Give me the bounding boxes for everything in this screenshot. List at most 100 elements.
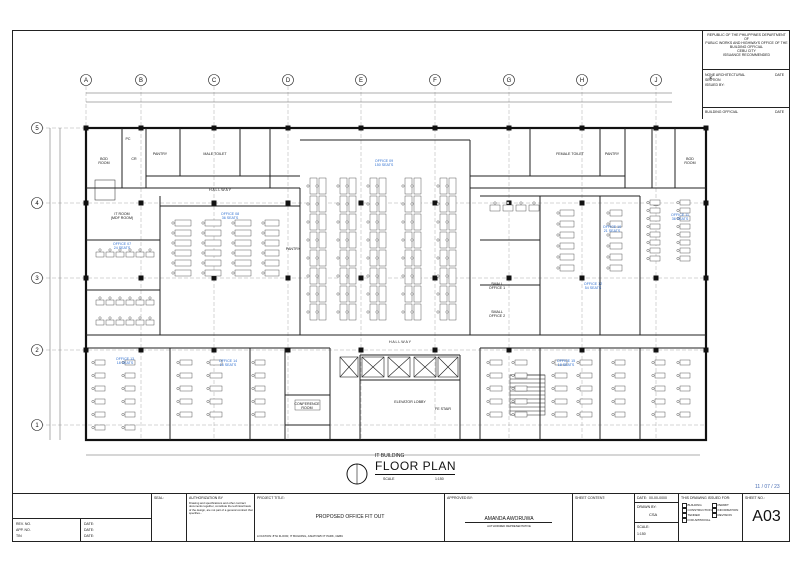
desk <box>378 303 387 321</box>
chair <box>646 209 650 212</box>
chair <box>336 274 340 278</box>
chair <box>676 233 680 236</box>
desk <box>174 229 192 237</box>
column-square <box>432 347 438 353</box>
chair <box>261 231 265 235</box>
chair <box>493 201 497 205</box>
chair <box>176 374 180 377</box>
room-label-male-toilet: MALE TOILET <box>203 152 227 156</box>
chair <box>676 400 680 403</box>
chair <box>345 184 349 188</box>
building-walls <box>84 126 708 442</box>
desk <box>614 372 626 379</box>
chair <box>651 374 655 377</box>
desk <box>254 398 266 405</box>
column-square <box>579 347 585 353</box>
grid-label-E: E <box>359 78 363 84</box>
desk <box>348 177 357 195</box>
desk <box>649 239 661 246</box>
chair <box>121 413 125 416</box>
column-square <box>579 200 585 206</box>
chair <box>251 387 255 390</box>
structural-columns <box>83 125 709 353</box>
desk <box>679 207 691 214</box>
column-square <box>285 125 291 131</box>
desk <box>579 372 593 379</box>
north-arrow-icon <box>346 463 368 485</box>
column-square <box>653 347 659 353</box>
chair <box>410 292 414 296</box>
chair <box>91 361 95 364</box>
chair <box>511 400 515 403</box>
chair <box>532 201 536 205</box>
chair <box>138 296 142 300</box>
review-row-2-label: SECTION <box>705 78 721 82</box>
chair <box>401 202 405 206</box>
desk <box>264 269 280 277</box>
chair <box>261 241 265 245</box>
scale-cell-value: 1:150 <box>637 532 646 536</box>
authority-text: REPUBLIC OF THE PHILIPPINES DEPARTMENT O… <box>705 33 788 57</box>
checkbox-icon <box>682 513 687 518</box>
elevator-shafts <box>339 356 459 378</box>
column-square <box>703 347 709 353</box>
chair <box>128 248 132 252</box>
chair <box>401 274 405 278</box>
desk <box>448 285 457 303</box>
desk <box>348 285 357 303</box>
desk <box>378 267 387 285</box>
chair <box>315 274 319 278</box>
grid-label-row-3: 3 <box>35 276 39 282</box>
chair <box>231 251 235 255</box>
chair <box>551 374 555 377</box>
chair <box>261 261 265 265</box>
grid-bubble-row-5: 5 <box>31 122 43 134</box>
chair <box>148 316 152 320</box>
desk <box>554 398 568 405</box>
chair <box>336 202 340 206</box>
desk <box>115 299 125 306</box>
desk <box>554 385 568 392</box>
desk <box>649 223 661 230</box>
desk <box>264 219 280 227</box>
column-square <box>211 347 217 353</box>
chair <box>306 220 310 224</box>
room-label-pc: PC <box>126 137 131 141</box>
chair <box>445 292 449 296</box>
desk <box>318 177 327 195</box>
chair <box>375 310 379 314</box>
chair <box>401 238 405 242</box>
revision-cell: REV. NO. APP. NO. TIN DATE: DATE: DATE: <box>12 494 152 542</box>
desk <box>579 398 593 405</box>
chair <box>121 361 125 364</box>
desk <box>124 411 136 418</box>
desk <box>559 253 575 261</box>
column-square <box>653 275 659 281</box>
app-no-label: APP. NO. <box>16 528 31 532</box>
chair <box>366 256 370 260</box>
chair <box>251 374 255 377</box>
desk <box>413 249 422 267</box>
desk <box>204 219 222 227</box>
column-square <box>211 275 217 281</box>
chair <box>611 413 615 416</box>
app-date-label: DATE: <box>84 528 95 532</box>
desk <box>679 215 691 222</box>
desk <box>234 259 252 267</box>
desk <box>514 372 528 379</box>
issued-for-item: CONSTRUCTION <box>682 508 712 513</box>
chair <box>576 400 580 403</box>
column-square <box>138 275 144 281</box>
chair <box>128 296 132 300</box>
desk <box>614 411 626 418</box>
desk <box>348 231 357 249</box>
chair <box>646 217 650 220</box>
desk <box>264 229 280 237</box>
desk <box>254 372 266 379</box>
chair <box>551 413 555 416</box>
desk <box>579 385 593 392</box>
approver-note: AUTHORIZED REPRESENTATIVE <box>487 524 531 528</box>
desk <box>94 424 106 431</box>
